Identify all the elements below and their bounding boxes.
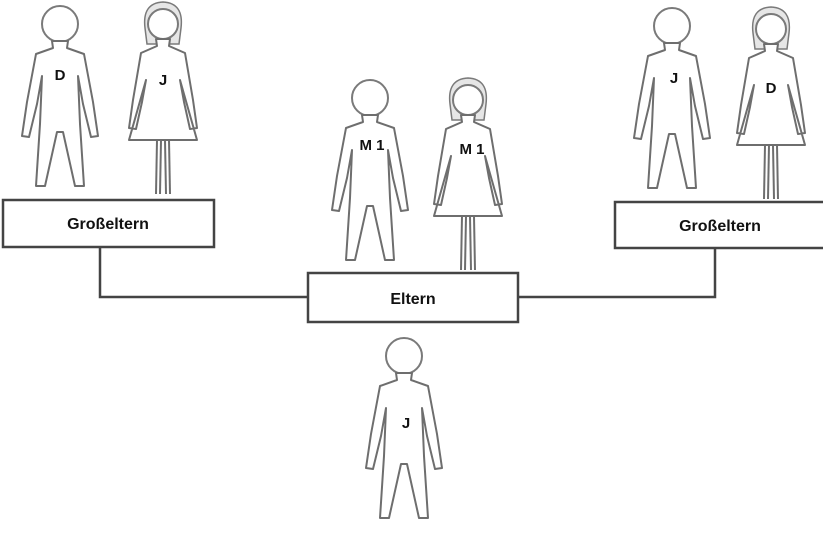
grandmother-right-figure: D	[736, 6, 806, 200]
connector-right	[518, 248, 717, 299]
father-figure: M 1	[331, 79, 409, 261]
grandfather-left-label: D	[55, 67, 66, 84]
father-label: M 1	[359, 137, 384, 154]
grandparents-right-label: Großeltern	[679, 218, 761, 235]
grandfather-left-figure: D	[21, 5, 99, 187]
mother-figure: M 1	[433, 77, 503, 271]
grandparents-left-box	[1, 198, 216, 249]
grandmother-left-label: J	[159, 72, 167, 89]
mother-label: M 1	[459, 141, 484, 158]
child-label: J	[402, 415, 410, 432]
grandparents-left-label: Großeltern	[67, 216, 149, 233]
grandmother-left-figure: J	[128, 1, 198, 195]
grandfather-right-figure: J	[633, 7, 711, 189]
parents-label: Eltern	[390, 291, 435, 308]
child-figure: J	[365, 337, 443, 519]
connector-left	[98, 247, 308, 299]
grandparents-right-box	[613, 200, 823, 250]
grandmother-right-label: D	[766, 80, 777, 97]
parents-box	[306, 271, 520, 324]
grandfather-right-label: J	[670, 70, 678, 87]
